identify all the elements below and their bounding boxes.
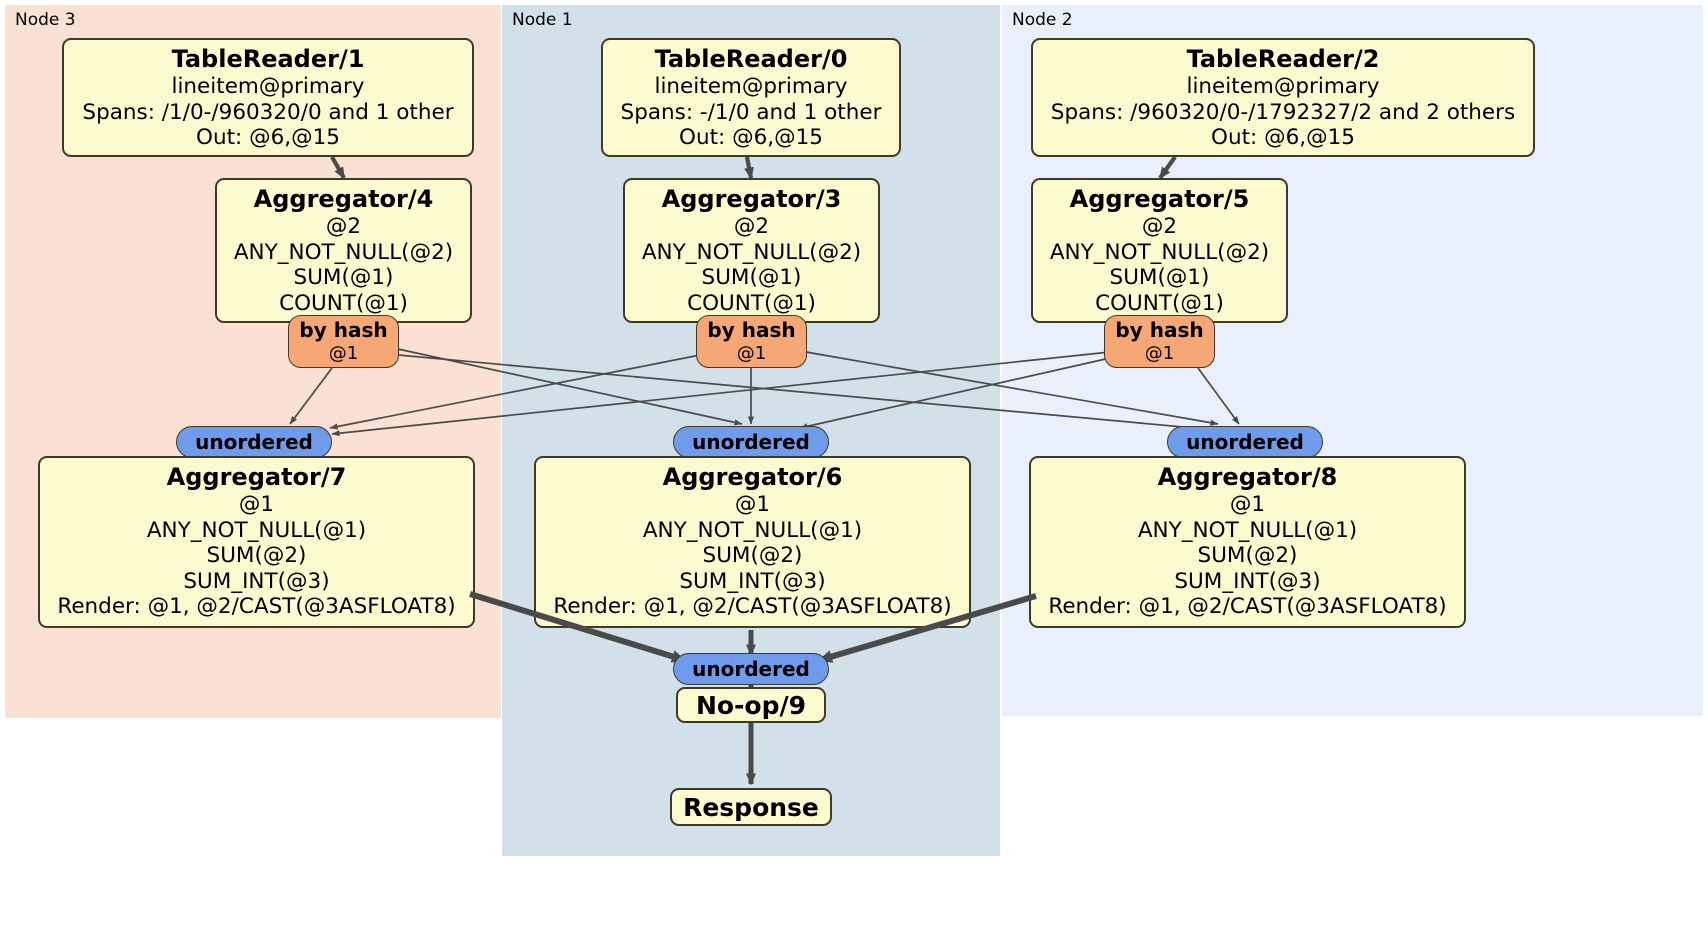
tablereader-2-title: TableReader/2	[1186, 45, 1380, 73]
aggregator-4-title: Aggregator/4	[253, 185, 434, 213]
aggregator-8-title: Aggregator/8	[1157, 463, 1338, 491]
aggregator-7-agg-2: SUM_INT(@3)	[183, 568, 330, 594]
processor-aggregator-5[interactable]: Aggregator/5 @2 ANY_NOT_NULL(@2) SUM(@1)…	[1031, 178, 1288, 323]
edge-hash3-unordered7	[329, 354, 701, 430]
tablereader-0-spans: Spans: -/1/0 and 1 other	[620, 99, 882, 125]
tablereader-0-title: TableReader/0	[654, 45, 848, 73]
hash-router-badge-4[interactable]: by hash @1	[288, 315, 399, 368]
edge-hash5-unordered7	[331, 351, 1111, 437]
aggregator-6-agg-1: SUM(@2)	[702, 543, 803, 568]
aggregator-7-render: Render: @1, @2/CAST(@3ASFLOAT8)	[57, 594, 456, 619]
aggregator-3-agg-0: ANY_NOT_NULL(@2)	[641, 239, 862, 265]
aggregator-3-agg-2: COUNT(@1)	[687, 290, 816, 316]
aggregator-7-agg-0: ANY_NOT_NULL(@1)	[146, 517, 367, 543]
edge-hash5-unordered6	[799, 357, 1111, 430]
aggregator-8-group: @1	[1229, 492, 1266, 517]
edge-tablereader2-aggregator5	[1158, 155, 1177, 180]
node-panel-label-node2: Node 2	[1012, 10, 1073, 30]
node-panel-label-node1: Node 1	[512, 10, 573, 30]
unordered-badge-8[interactable]: unordered	[1167, 426, 1323, 458]
aggregator-8-render: Render: @1, @2/CAST(@3ASFLOAT8)	[1048, 594, 1447, 619]
edge-hash5-unordered8	[1197, 367, 1240, 425]
tablereader-1-spans: Spans: /1/0-/960320/0 and 1 other	[82, 99, 454, 125]
hash-router-badge-5[interactable]: by hash @1	[1104, 315, 1215, 368]
hash-router-4-label: by hash	[299, 318, 388, 342]
edge-hash4-unordered7	[289, 367, 333, 425]
processor-aggregator-3[interactable]: Aggregator/3 @2 ANY_NOT_NULL(@2) SUM(@1)…	[623, 178, 880, 323]
aggregator-5-group: @2	[1141, 214, 1178, 239]
hash-router-5-label: by hash	[1115, 318, 1204, 342]
hash-router-badge-3[interactable]: by hash @1	[696, 315, 807, 368]
aggregator-4-agg-1: SUM(@1)	[293, 265, 394, 290]
aggregator-6-title: Aggregator/6	[662, 463, 843, 491]
processor-aggregator-4[interactable]: Aggregator/4 @2 ANY_NOT_NULL(@2) SUM(@1)…	[215, 178, 472, 323]
processor-tablereader-0[interactable]: TableReader/0 lineitem@primary Spans: -/…	[601, 38, 901, 157]
edge-hash4-unordered8	[397, 354, 1217, 433]
aggregator-3-agg-1: SUM(@1)	[701, 265, 802, 290]
aggregator-5-agg-0: ANY_NOT_NULL(@2)	[1049, 239, 1270, 265]
aggregator-7-title: Aggregator/7	[166, 463, 347, 491]
processor-response[interactable]: Response	[670, 788, 832, 826]
edge-aggregator8-unordered-final	[818, 593, 1037, 663]
unordered-badge-7[interactable]: unordered	[176, 426, 332, 458]
edge-tablereader0-aggregator3	[744, 156, 754, 180]
node-panel-label-node3: Node 3	[15, 10, 76, 30]
aggregator-4-agg-2: COUNT(@1)	[279, 290, 408, 316]
edge-tablereader1-aggregator4	[330, 155, 346, 180]
edge-aggregator7-unordered-final	[469, 591, 686, 663]
processor-no-op-9[interactable]: No-op/9	[676, 687, 826, 723]
processor-aggregator-6[interactable]: Aggregator/6 @1 ANY_NOT_NULL(@1) SUM(@2)…	[534, 456, 971, 628]
unordered-badge-final[interactable]: unordered	[673, 653, 829, 685]
tablereader-2-out: Out: @6,@15	[1211, 125, 1355, 150]
aggregator-6-agg-2: SUM_INT(@3)	[679, 568, 826, 594]
aggregator-7-agg-1: SUM(@2)	[206, 543, 307, 568]
hash-router-4-column: @1	[328, 343, 359, 364]
aggregator-3-group: @2	[733, 214, 770, 239]
tablereader-0-table: lineitem@primary	[654, 74, 848, 99]
tablereader-1-out: Out: @6,@15	[196, 125, 340, 150]
aggregator-8-agg-1: SUM(@2)	[1197, 543, 1298, 568]
aggregator-8-agg-0: ANY_NOT_NULL(@1)	[1137, 517, 1358, 543]
hash-router-3-label: by hash	[707, 318, 796, 342]
aggregator-6-render: Render: @1, @2/CAST(@3ASFLOAT8)	[553, 594, 952, 619]
aggregator-4-agg-0: ANY_NOT_NULL(@2)	[233, 239, 454, 265]
aggregator-5-agg-2: COUNT(@1)	[1095, 290, 1224, 316]
processor-tablereader-2[interactable]: TableReader/2 lineitem@primary Spans: /9…	[1031, 38, 1535, 157]
aggregator-7-group: @1	[238, 492, 275, 517]
aggregator-5-agg-1: SUM(@1)	[1109, 265, 1210, 290]
tablereader-1-title: TableReader/1	[171, 45, 365, 73]
processor-aggregator-7[interactable]: Aggregator/7 @1 ANY_NOT_NULL(@1) SUM(@2)…	[38, 456, 475, 628]
aggregator-5-title: Aggregator/5	[1069, 185, 1250, 213]
edge-hash3-unordered8	[805, 351, 1219, 426]
processor-tablereader-1[interactable]: TableReader/1 lineitem@primary Spans: /1…	[62, 38, 474, 157]
tablereader-0-out: Out: @6,@15	[679, 125, 823, 150]
hash-router-5-column: @1	[1144, 343, 1175, 364]
aggregator-4-group: @2	[325, 214, 362, 239]
edge-hash4-unordered6	[397, 348, 743, 426]
aggregator-6-agg-0: ANY_NOT_NULL(@1)	[642, 517, 863, 543]
unordered-badge-6[interactable]: unordered	[673, 426, 829, 458]
aggregator-8-agg-2: SUM_INT(@3)	[1174, 568, 1321, 594]
hash-router-3-column: @1	[736, 343, 767, 364]
processor-aggregator-8[interactable]: Aggregator/8 @1 ANY_NOT_NULL(@1) SUM(@2)…	[1029, 456, 1466, 628]
tablereader-1-table: lineitem@primary	[171, 74, 365, 99]
tablereader-2-table: lineitem@primary	[1186, 74, 1380, 99]
aggregator-3-title: Aggregator/3	[661, 185, 842, 213]
tablereader-2-spans: Spans: /960320/0-/1792327/2 and 2 others	[1050, 99, 1516, 125]
aggregator-6-group: @1	[734, 492, 771, 517]
